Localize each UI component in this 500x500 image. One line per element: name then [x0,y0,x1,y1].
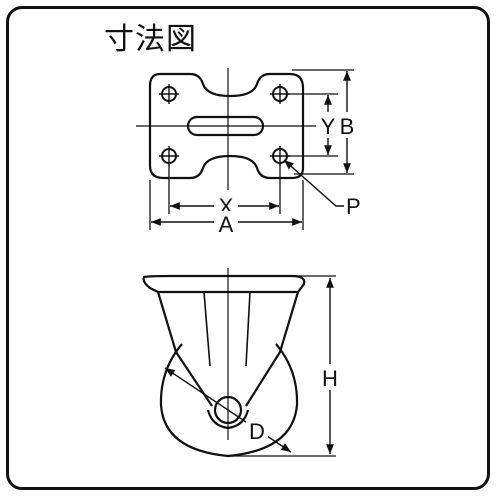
dim-h-extensions [232,275,336,457]
extension-lines [149,69,354,230]
dim-d-label: D [249,419,265,444]
dim-y-label: Y [321,114,336,139]
plate-outline [148,72,305,180]
dim-d-line [164,367,292,453]
bolt-holes [161,86,288,164]
hole-crosshairs [159,84,290,166]
dim-p-leader [283,159,344,207]
dim-b-label: B [340,114,355,139]
right-bracket [245,291,300,407]
left-bracket [156,291,213,407]
diagram-title: 寸法図 [104,22,197,57]
wheel-outline [159,343,299,458]
caster-side-view [142,274,306,458]
dim-a-label: A [219,212,234,237]
bracket-inner-lines [203,291,251,367]
plate-centerlines [136,68,318,190]
dim-p-label: P [346,194,361,219]
dim-h-label: H [322,366,338,391]
top-plate [142,274,306,294]
